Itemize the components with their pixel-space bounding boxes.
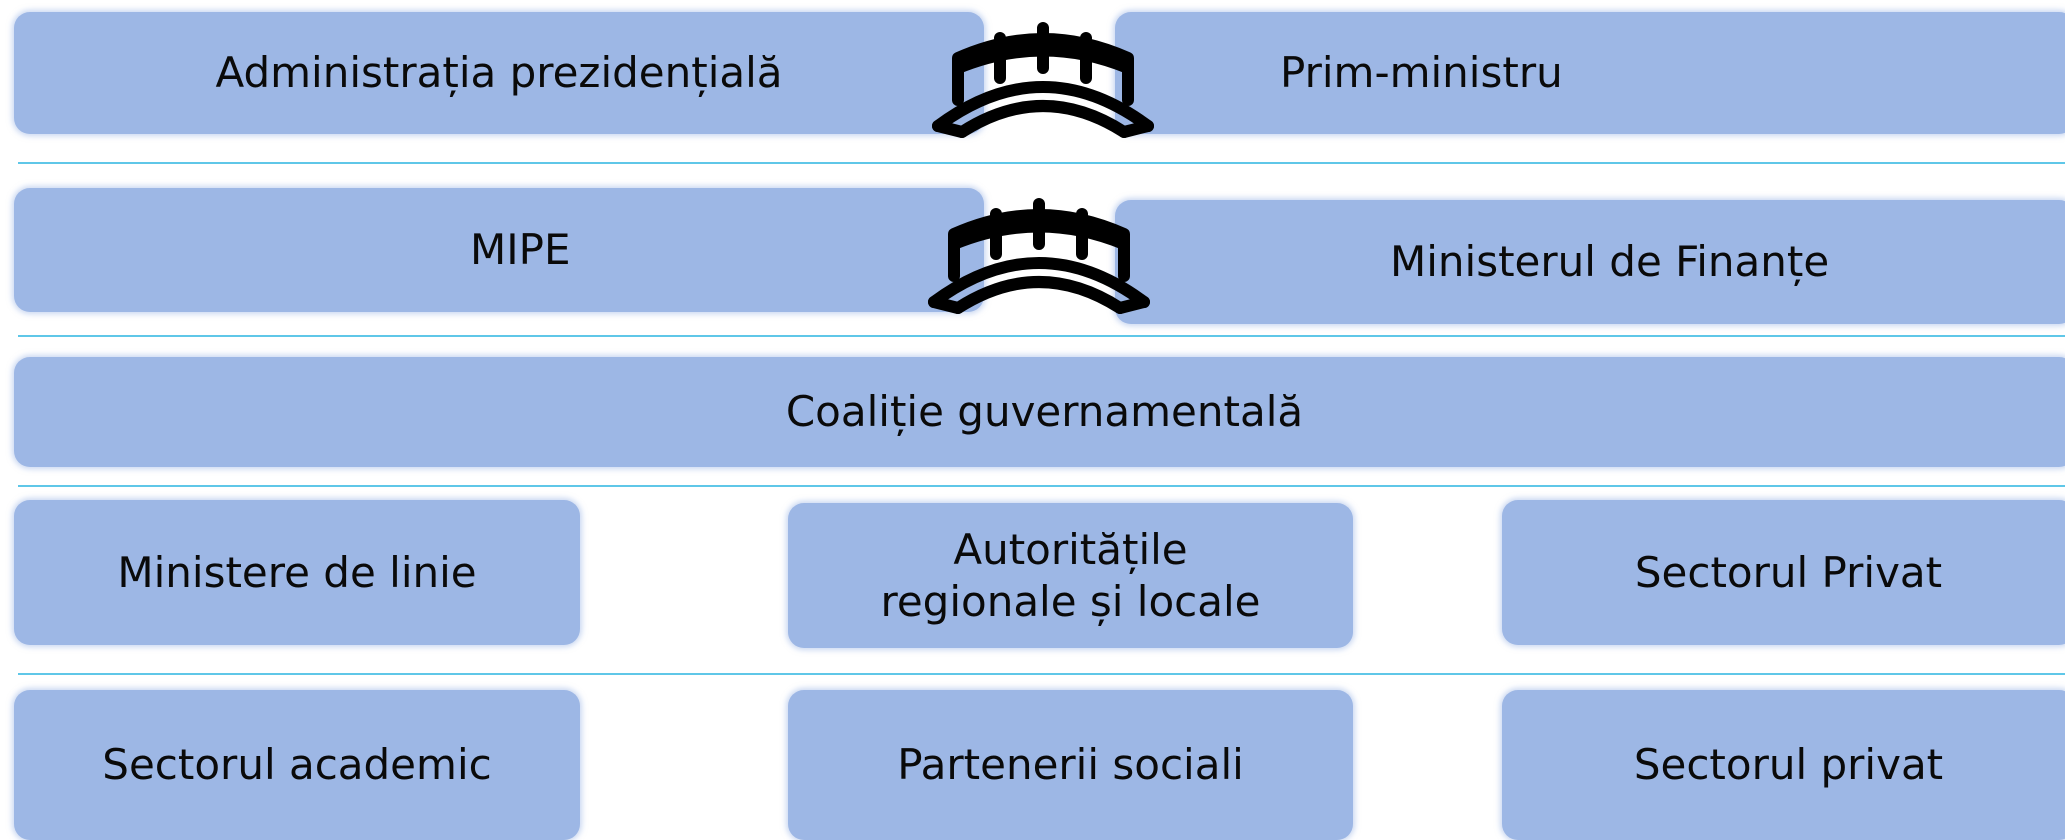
box-label: Sectorul academic — [102, 740, 492, 790]
box-label: Ministere de linie — [117, 547, 477, 597]
box-ministry-of-finance: Ministerul de Finanțe — [1115, 200, 2065, 324]
box-label: Administrația prezidențială — [215, 48, 783, 98]
box-social-partners: Partenerii sociali — [788, 690, 1353, 840]
box-line-ministries: Ministere de linie — [14, 500, 580, 645]
box-regional-local-authorities: Autoritățile regionale și locale — [788, 503, 1353, 648]
row-separator — [18, 335, 2065, 337]
box-private-sector-2: Sectorul privat — [1502, 690, 2065, 840]
box-label: MIPE — [470, 225, 571, 275]
box-government-coalition: Coaliție guvernamentală — [14, 357, 2065, 467]
box-private-sector: Sectorul Privat — [1502, 500, 2065, 645]
row-separator — [18, 485, 2065, 487]
box-label: Ministerul de Finanțe — [1390, 237, 1830, 287]
row-separator — [18, 673, 2065, 675]
box-label: Sectorul Privat — [1634, 547, 1943, 597]
box-presidential-administration: Administrația prezidențială — [14, 12, 984, 134]
bridge-icon — [924, 184, 1154, 314]
box-label: Autoritățile regionale și locale — [880, 525, 1261, 626]
box-label: Coaliție guvernamentală — [785, 387, 1304, 437]
box-label: Prim-ministru — [1280, 48, 1563, 98]
box-label: Sectorul privat — [1633, 740, 1944, 790]
bridge-icon — [928, 8, 1158, 138]
box-mipe: MIPE — [14, 188, 984, 312]
row-separator — [18, 162, 2065, 164]
box-label: Partenerii sociali — [897, 740, 1244, 790]
box-academic-sector: Sectorul academic — [14, 690, 580, 840]
box-prime-minister: Prim-ministru — [1115, 12, 2065, 134]
